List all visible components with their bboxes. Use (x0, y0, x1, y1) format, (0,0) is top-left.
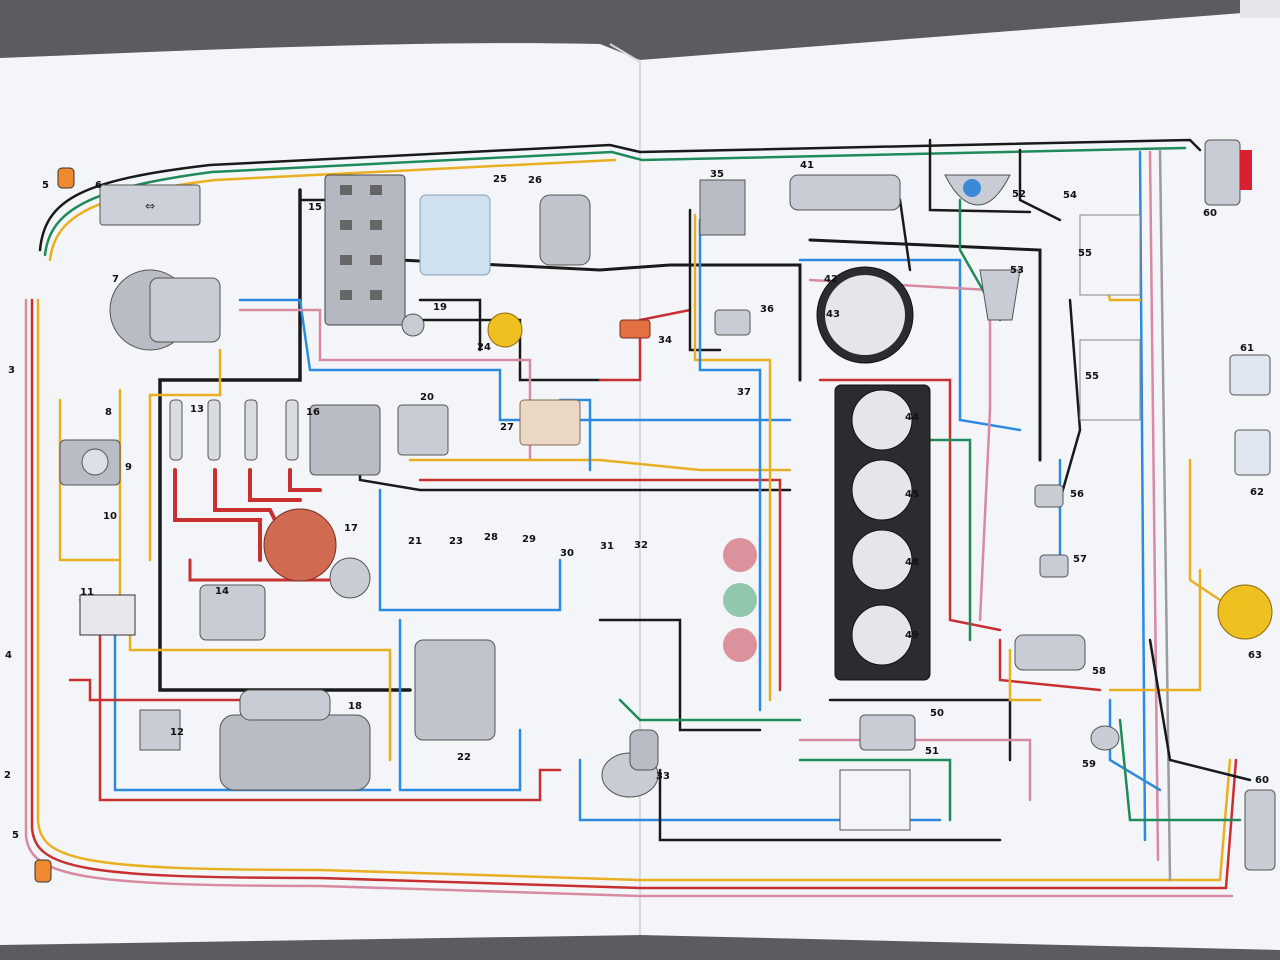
label-c26: 26 (528, 175, 542, 186)
label-c3: 3 (8, 365, 15, 376)
label-c4: 4 (5, 650, 12, 661)
label-c15: 15 (308, 202, 322, 213)
label-c27: 27 (500, 422, 514, 433)
label-c6: 6 (95, 180, 102, 191)
label-c57: 57 (1073, 554, 1087, 565)
label-c60b: 60 (1255, 775, 1269, 786)
label-c48: 48 (905, 557, 919, 568)
label-c29: 29 (522, 534, 536, 545)
label-c19: 19 (433, 302, 447, 313)
wire-harness (24, 138, 1252, 898)
label-c8: 8 (105, 407, 112, 418)
label-c60a: 60 (1203, 208, 1217, 219)
label-c31: 31 (600, 541, 614, 552)
label-c44: 44 (905, 412, 919, 423)
label-c51: 51 (925, 746, 939, 757)
label-c59: 59 (1082, 759, 1096, 770)
label-c36: 36 (760, 304, 774, 315)
label-c56: 56 (1070, 489, 1084, 500)
svg-text:⇔: ⇔ (145, 199, 155, 213)
label-c37: 37 (737, 387, 751, 398)
label-c24: 24 (477, 342, 491, 353)
label-c2: 2 (4, 770, 11, 781)
label-c22: 22 (457, 752, 471, 763)
label-c54: 54 (1063, 190, 1077, 201)
label-c62: 62 (1250, 487, 1264, 498)
label-c30: 30 (560, 548, 574, 559)
label-c55a: 55 (1078, 248, 1092, 259)
label-c43: 43 (826, 309, 840, 320)
label-c45: 45 (905, 489, 919, 500)
label-c17: 17 (344, 523, 358, 534)
corner-paper (1240, 0, 1280, 18)
component-glyphs: ⇔ (34, 139, 1276, 883)
label-c14: 14 (215, 586, 229, 597)
label-c11: 11 (80, 587, 94, 598)
label-c18: 18 (348, 701, 362, 712)
label-c49: 49 (905, 630, 919, 641)
label-c32: 32 (634, 540, 648, 551)
label-c16: 16 (306, 407, 320, 418)
label-c20: 20 (420, 392, 434, 403)
label-c63: 63 (1248, 650, 1262, 661)
label-c42: 42 (824, 274, 838, 285)
label-c23: 23 (449, 536, 463, 547)
label-c28: 28 (484, 532, 498, 543)
label-c61: 61 (1240, 343, 1254, 354)
label-c55b: 55 (1085, 371, 1099, 382)
label-c21: 21 (408, 536, 422, 547)
label-c5b: 5 (12, 830, 19, 841)
label-c25: 25 (493, 174, 507, 185)
label-c12: 12 (170, 727, 184, 738)
label-c7: 7 (112, 274, 119, 285)
label-c13: 13 (190, 404, 204, 415)
label-c9: 9 (125, 462, 132, 473)
label-c52: 52 (1012, 189, 1026, 200)
label-c58: 58 (1092, 666, 1106, 677)
label-c53: 53 (1010, 265, 1024, 276)
label-c34: 34 (658, 335, 672, 346)
component-labels: 5 6 7 8 9 10 11 12 13 14 15 16 17 18 19 … (4, 160, 1269, 841)
label-c35: 35 (710, 169, 724, 180)
label-c5a: 5 (42, 180, 49, 191)
label-c50: 50 (930, 708, 944, 719)
label-c33: 33 (656, 771, 670, 782)
label-c10: 10 (103, 511, 117, 522)
label-c41: 41 (800, 160, 814, 171)
booklet-spine (609, 43, 641, 935)
